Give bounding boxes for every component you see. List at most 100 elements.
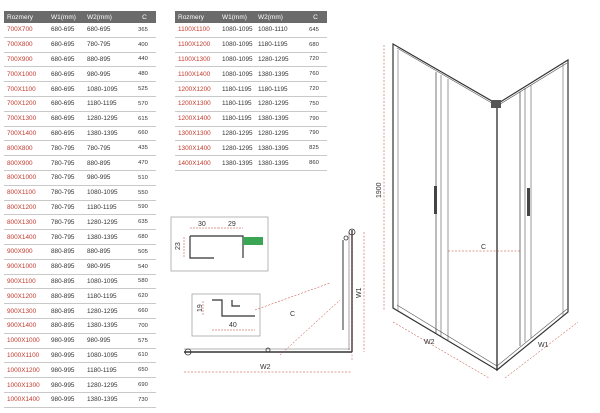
- plan-w1-label: W1: [356, 287, 363, 298]
- range-cell: 1180-1195: [84, 96, 130, 112]
- range-cell: 880-895: [48, 274, 84, 290]
- plan-c-label: C: [290, 311, 295, 318]
- column-header: Rozmery: [4, 11, 48, 23]
- range-cell: 1380-1395: [255, 111, 301, 127]
- corner-bracket: [491, 100, 501, 108]
- size-cell: 700X1400: [4, 126, 48, 142]
- left-door-handle: [434, 186, 437, 214]
- size-cell: 1100X1100: [175, 23, 219, 38]
- range-cell: 1280-1295: [84, 111, 130, 127]
- size-cell: 1000X1300: [4, 377, 48, 393]
- c-value-cell: 570: [130, 96, 156, 112]
- glass-panel-green-marker: [243, 237, 263, 245]
- range-cell: 1180-1195: [219, 81, 255, 97]
- range-cell: 980-995: [84, 333, 130, 349]
- range-cell: 680-695: [48, 111, 84, 127]
- enclosure-c-label: C: [481, 244, 486, 251]
- size-cell: 1000X1000: [4, 333, 48, 349]
- c-value-cell: 525: [130, 81, 156, 97]
- plan-view: C W1 W2: [184, 228, 365, 373]
- range-cell: 680-695: [48, 96, 84, 112]
- range-cell: 1180-1195: [84, 362, 130, 379]
- enclosure-3d-view: 1900 C W2 W1: [376, 42, 579, 379]
- range-cell: 1280-1295: [255, 96, 301, 112]
- c-value-cell: 690: [130, 377, 156, 393]
- c-value-cell: 400: [130, 37, 156, 53]
- size-cell: 1200X1200: [175, 81, 219, 97]
- range-cell: 1180-1195: [84, 288, 130, 305]
- range-cell: 680-695: [48, 81, 84, 97]
- right-door-handle: [527, 188, 530, 216]
- range-cell: 780-795: [48, 200, 84, 216]
- size-cell: 800X900: [4, 155, 48, 171]
- range-cell: 780-795: [48, 185, 84, 201]
- range-cell: 1280-1295: [84, 303, 130, 319]
- range-cell: 1180-1195: [255, 37, 301, 53]
- c-value-cell: 365: [130, 23, 156, 38]
- size-cell: 900X1200: [4, 288, 48, 305]
- range-cell: 1080-1095: [84, 185, 130, 201]
- range-cell: 1080-1095: [219, 23, 255, 38]
- height-1900-label: 1900: [376, 182, 383, 198]
- size-cell: 800X1200: [4, 200, 48, 216]
- size-cell: 900X1300: [4, 303, 48, 319]
- plan-w2-label: W2: [260, 364, 271, 371]
- c-value-cell: 860: [301, 155, 327, 171]
- size-cell: 1400X1400: [175, 155, 219, 171]
- range-cell: 680-695: [84, 23, 130, 38]
- c-value-cell: 760: [301, 66, 327, 83]
- c-value-cell: 790: [301, 126, 327, 142]
- range-cell: 980-995: [48, 348, 84, 364]
- size-cell: 900X1100: [4, 274, 48, 290]
- size-cell: 900X1000: [4, 259, 48, 275]
- size-cell: 800X800: [4, 140, 48, 157]
- size-cell: 1100X1400: [175, 66, 219, 83]
- range-cell: 1180-1195: [219, 96, 255, 112]
- size-cell: 1100X1200: [175, 37, 219, 53]
- range-cell: 680-695: [48, 126, 84, 142]
- size-cell: 700X1200: [4, 96, 48, 112]
- range-cell: 980-995: [48, 362, 84, 379]
- size-cell: 1300X1300: [175, 126, 219, 142]
- range-cell: 1080-1095: [84, 81, 130, 97]
- range-cell: 780-795: [84, 140, 130, 157]
- dim-29-label: 29: [228, 221, 236, 228]
- profile-detail-top: 30 29 23: [170, 216, 269, 272]
- dim-19-label: 19: [197, 304, 204, 312]
- size-cell: 800X1300: [4, 214, 48, 231]
- c-value-cell: 575: [130, 333, 156, 349]
- size-cell: 800X1000: [4, 170, 48, 186]
- c-value-cell: 680: [130, 229, 156, 245]
- c-value-cell: 550: [130, 185, 156, 201]
- range-cell: 1380-1395: [84, 392, 130, 408]
- size-cell: 1300X1400: [175, 140, 219, 157]
- range-cell: 880-895: [48, 244, 84, 260]
- column-header: C: [130, 11, 156, 23]
- range-cell: 680-695: [48, 66, 84, 83]
- range-cell: 1280-1295: [219, 126, 255, 142]
- profile-detail-bottom: 19 40: [191, 293, 261, 337]
- c-value-cell: 435: [130, 140, 156, 157]
- size-cell: 700X800: [4, 37, 48, 53]
- c-value-cell: 720: [301, 81, 327, 97]
- c-value-cell: 790: [301, 111, 327, 127]
